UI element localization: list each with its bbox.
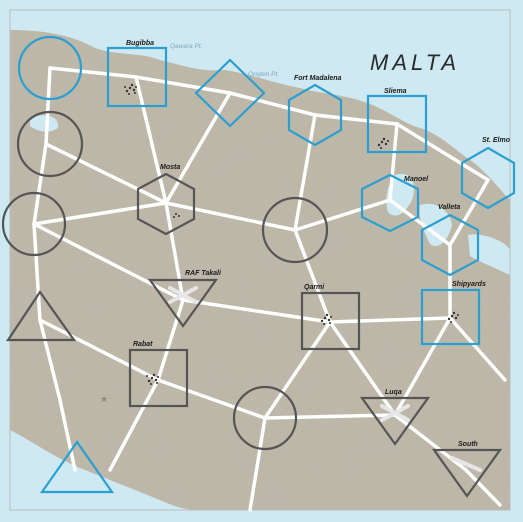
space-southwest-triangle[interactable] (39, 440, 115, 494)
map-title: MALTA (370, 50, 460, 75)
space-sliema[interactable] (366, 94, 428, 154)
island-land (10, 30, 510, 510)
space-south-circle[interactable] (232, 385, 298, 451)
raf-takali-runway-icon (168, 286, 198, 304)
label-raf-takali: RAF Takali (185, 270, 222, 277)
space-bugibba[interactable] (106, 46, 168, 108)
axis-spaces (1, 110, 503, 498)
space-raf-takali[interactable] (147, 278, 219, 328)
qawara-point-label: Qawara Pt. (170, 43, 203, 50)
town-markers (124, 83, 459, 385)
space-northwest-circle[interactable] (17, 35, 83, 101)
label-shipyards: Shipyards (452, 281, 486, 288)
label-fort-madalena: Fort Madalena (294, 75, 342, 82)
south-runway-icon (450, 456, 482, 472)
label-qarmi: Qarmi (304, 284, 325, 291)
space-west-triangle[interactable] (5, 290, 77, 342)
space-valleta[interactable] (420, 213, 480, 277)
luqa-runway-icon (380, 404, 410, 422)
road-network (32, 66, 507, 512)
label-manoel: Manoel (404, 176, 429, 183)
label-valleta: Valleta (438, 204, 460, 211)
space-manoel[interactable] (360, 173, 420, 233)
label-bugibba: Bugibba (126, 40, 154, 47)
space-luqa[interactable] (359, 396, 431, 446)
label-south: South (458, 441, 478, 448)
star-icon: ★ (100, 395, 108, 405)
space-south[interactable] (431, 448, 503, 498)
space-qarmi[interactable] (300, 291, 361, 351)
space-west-circle-north[interactable] (16, 110, 84, 178)
allied-spaces (17, 35, 516, 494)
label-mosta: Mosta (160, 164, 180, 171)
label-rabat: Rabat (133, 341, 153, 348)
map-frame (9, 9, 511, 511)
space-mosta[interactable] (136, 172, 196, 236)
airfield-icons (168, 286, 482, 472)
space-st-elmo[interactable] (460, 146, 516, 210)
space-qrejten-diamond[interactable] (194, 58, 266, 128)
space-shipyards[interactable] (420, 288, 481, 346)
label-luqa: Luqa (385, 389, 402, 396)
space-central-circle[interactable] (261, 196, 329, 264)
label-st-elmo: St. Elmo (482, 137, 511, 144)
space-rabat[interactable] (128, 348, 189, 408)
space-fort-madalena[interactable] (287, 83, 343, 147)
qrejten-point-label: Qrejten Pt. (248, 71, 279, 78)
space-west-circle[interactable] (1, 191, 67, 257)
label-sliema: Sliema (384, 88, 407, 95)
